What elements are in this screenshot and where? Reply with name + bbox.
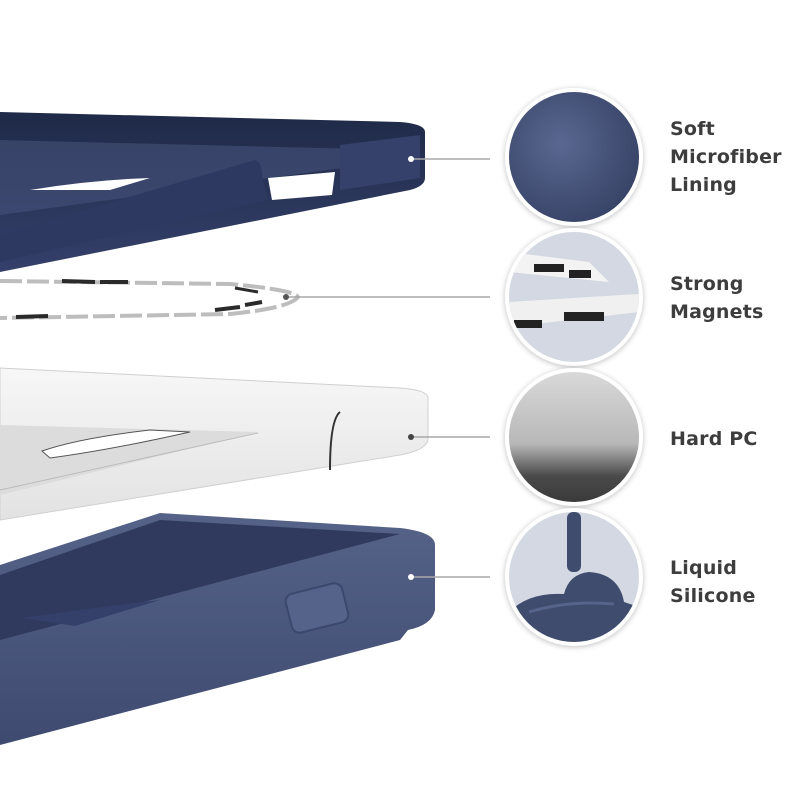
label-line: Lining xyxy=(670,174,737,196)
label-line: Liquid xyxy=(670,557,738,579)
label-line: Magnets xyxy=(670,301,764,323)
hard-pc-swatch xyxy=(505,368,643,506)
feature-label-hard-pc: Hard PC xyxy=(670,425,758,453)
label-line: Microfiber xyxy=(670,146,782,168)
silicone-layer xyxy=(0,513,435,745)
microfiber-swatch xyxy=(505,88,643,226)
hard-pc-layer xyxy=(0,367,429,521)
leader-dot-magnets xyxy=(283,294,289,300)
silicone-swatch xyxy=(505,508,643,646)
label-line: Silicone xyxy=(670,585,756,607)
leader-dot-hard-pc xyxy=(408,434,414,440)
feature-label-magnets: Strong Magnets xyxy=(670,270,764,326)
feature-label-microfiber: Soft Microfiber Lining xyxy=(670,115,782,199)
feature-label-silicone: Liquid Silicone xyxy=(670,554,756,610)
magnets-detail-icon xyxy=(509,252,639,328)
microfiber-layer xyxy=(0,112,425,272)
silicone-pour-icon xyxy=(509,512,639,642)
leader-lines xyxy=(286,158,490,578)
leader-dot-silicone xyxy=(408,574,414,580)
label-line: Hard PC xyxy=(670,428,758,450)
label-line: Soft xyxy=(670,118,715,140)
label-line: Strong xyxy=(670,273,744,295)
magnet-ring-layer xyxy=(0,279,301,320)
leader-dot-microfiber xyxy=(408,156,414,162)
magnets-swatch xyxy=(505,228,643,366)
